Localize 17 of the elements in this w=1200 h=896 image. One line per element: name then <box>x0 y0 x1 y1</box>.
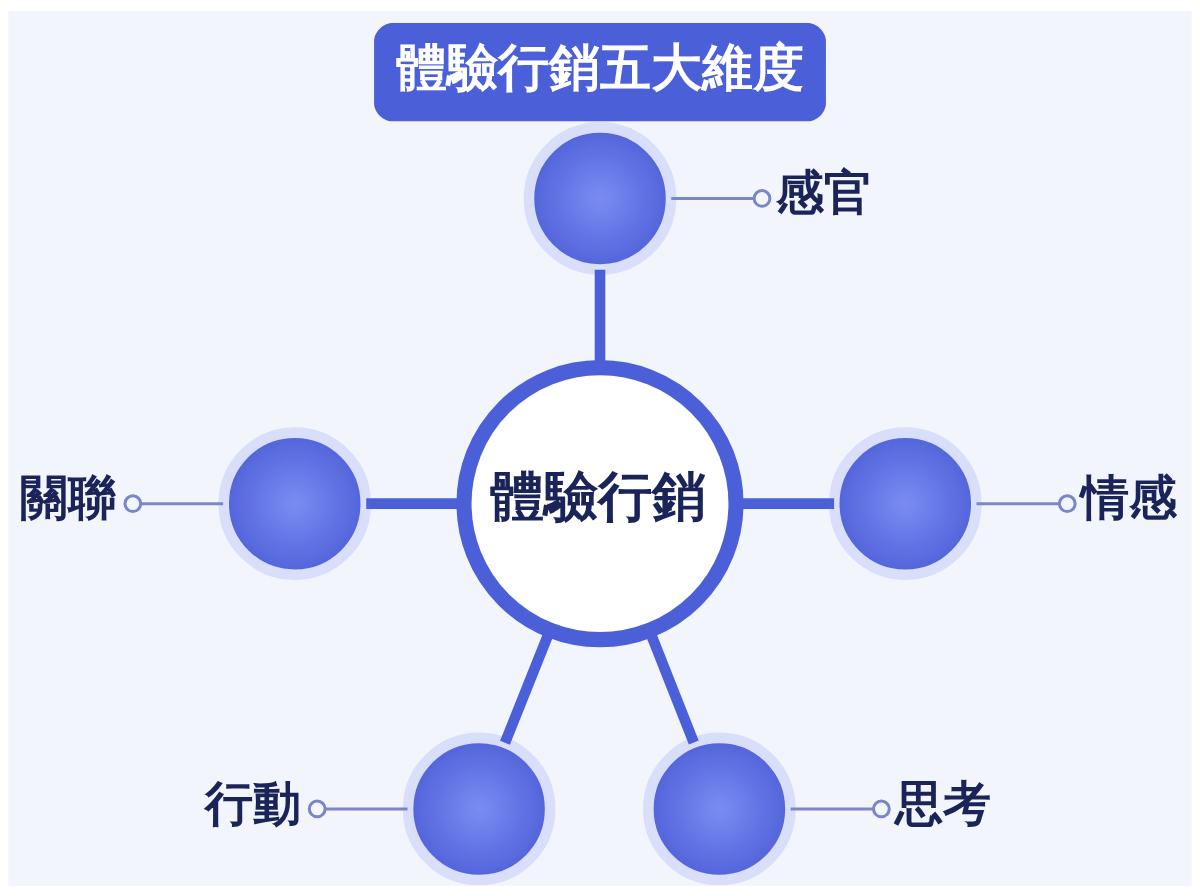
connector <box>976 493 1077 513</box>
node-circle <box>828 426 982 580</box>
node-text: 感官 <box>776 163 873 220</box>
node-text: 思考 <box>895 774 992 831</box>
node-text: 情感 <box>1081 468 1178 525</box>
node-circle <box>643 732 796 885</box>
node-circle <box>523 121 677 275</box>
connector <box>790 799 891 818</box>
diagram-title: 體驗行銷五大維度 <box>395 36 804 97</box>
node-circle <box>402 732 556 885</box>
node-text: 行動 <box>204 774 301 831</box>
connector <box>671 188 772 208</box>
node-circle <box>218 426 372 580</box>
connector <box>123 493 224 513</box>
connector <box>307 799 408 818</box>
node-text: 關聯 <box>20 468 117 525</box>
node-circle: 體驗行銷 <box>456 359 744 647</box>
